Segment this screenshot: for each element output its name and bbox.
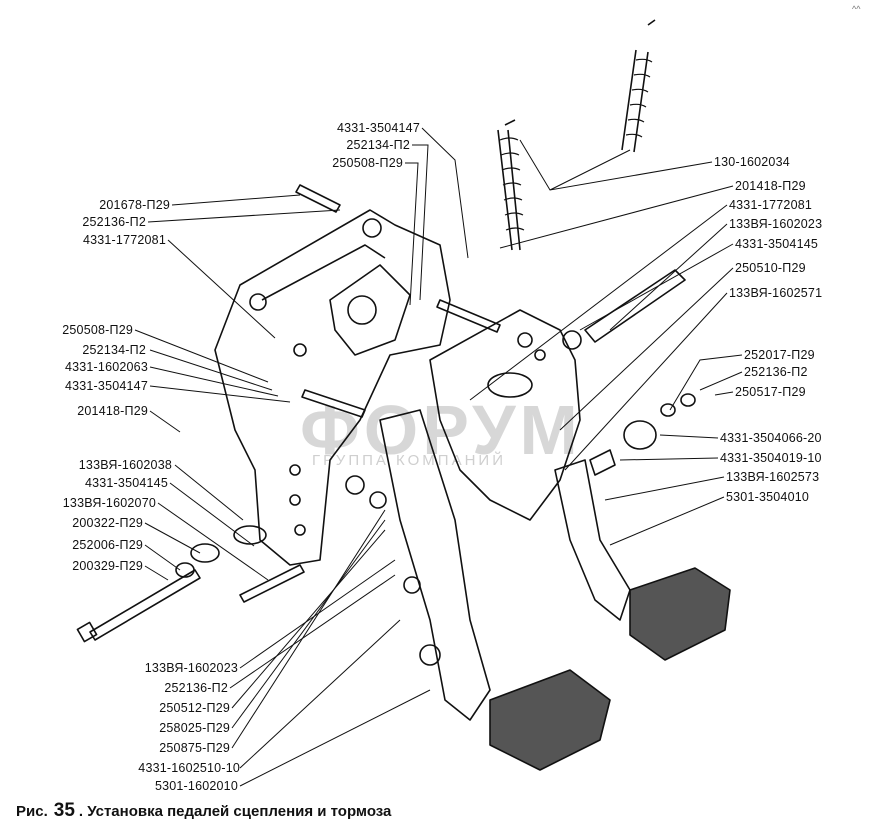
- pivot-shaft: [584, 269, 686, 343]
- bolt-mid: [301, 389, 366, 418]
- part-label: 4331-1772081: [729, 198, 813, 212]
- part-label: 200322-П29: [72, 516, 143, 530]
- part-label: 252134-П2: [346, 138, 410, 152]
- part-label: 4331-3504066-20: [720, 431, 822, 445]
- part-label: 200329-П29: [72, 559, 143, 573]
- caption-text: . Установка педалей сцепления и тормоза: [78, 803, 392, 820]
- bolt-short: [239, 564, 305, 603]
- clutch-pedal-arm: [379, 409, 491, 721]
- part-label: 5301-3504010: [726, 490, 810, 504]
- clutch-pedal-pad: [489, 669, 611, 771]
- bolt-head-top: [295, 184, 341, 213]
- bolt-upper: [436, 299, 501, 333]
- part-label: 250508-П29: [332, 156, 403, 170]
- brake-return-spring: [621, 19, 656, 153]
- brake-pedal-pad: [629, 567, 731, 661]
- caption-prefix: Рис.: [16, 803, 48, 820]
- part-label: 201418-П29: [735, 179, 806, 193]
- part-label: 4331-1602063: [64, 360, 148, 374]
- part-label: 250510-П29: [735, 261, 806, 275]
- right-bracket-plate: [429, 309, 581, 521]
- long-bolt: [89, 569, 201, 641]
- part-label: 250875-П29: [159, 741, 230, 755]
- caption-number: 35: [53, 800, 75, 821]
- left-bracket-plate: [214, 209, 451, 566]
- part-label: 250512-П29: [159, 701, 230, 715]
- part-label: 252136-П2: [744, 365, 808, 379]
- part-label: 4331-3504145: [84, 476, 168, 490]
- part-label: 258025-П29: [159, 721, 230, 735]
- part-label: 252136-П2: [164, 681, 228, 695]
- part-label: 133ВЯ-1602070: [62, 496, 156, 510]
- part-label: 250508-П29: [62, 323, 133, 337]
- part-label: 133ВЯ-1602038: [78, 458, 172, 472]
- part-label: 4331-3504147: [64, 379, 148, 393]
- part-label: 250517-П29: [735, 385, 806, 399]
- part-label: 252017-П29: [744, 348, 815, 362]
- brake-pedal-arm: [554, 459, 631, 621]
- part-label: 4331-3504147: [336, 121, 420, 135]
- part-label: 133ВЯ-1602023: [144, 661, 238, 675]
- part-label: 4331-3504145: [735, 237, 819, 251]
- part-label: 133ВЯ-1602023: [729, 217, 823, 231]
- part-label: 252006-П29: [72, 538, 143, 552]
- part-label: 201678-П29: [99, 198, 170, 212]
- part-label: 5301-1602010: [154, 779, 238, 793]
- part-label: 133ВЯ-1602571: [729, 286, 823, 300]
- part-label: 4331-1772081: [82, 233, 166, 247]
- figure-caption: Рис. 35. Установка педалей сцепления и то…: [16, 800, 391, 822]
- part-label: 252134-П2: [82, 343, 146, 357]
- part-label: 4331-3504019-10: [720, 451, 822, 465]
- part-label: 133ВЯ-1602573: [726, 470, 820, 484]
- bushing: [233, 525, 267, 545]
- part-label: 201418-П29: [77, 404, 148, 418]
- clutch-return-spring: [497, 119, 521, 251]
- part-label: 4331-1602510-10: [138, 761, 240, 775]
- part-label: 252136-П2: [82, 215, 146, 229]
- part-label: 130-1602034: [714, 155, 790, 169]
- corner-mark: ^^: [852, 4, 861, 14]
